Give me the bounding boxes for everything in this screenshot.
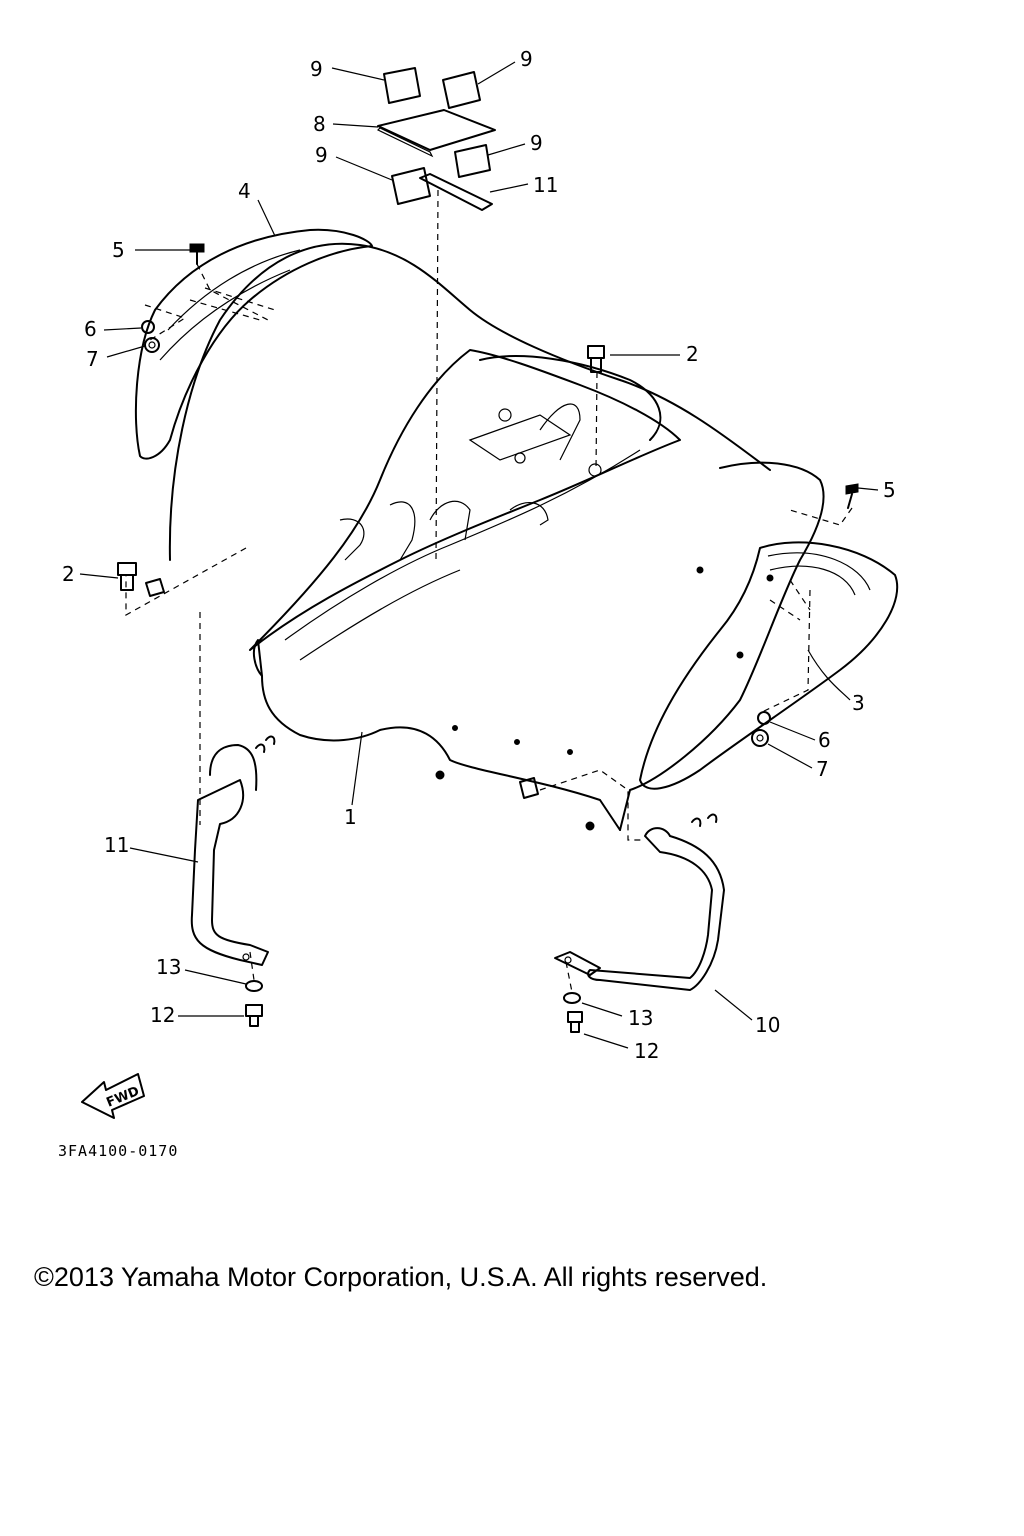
copyright-notice: ©2013 Yamaha Motor Corporation, U.S.A. A…	[34, 1262, 768, 1292]
callout-11: 11	[533, 173, 558, 197]
callout-10: 10	[755, 1013, 780, 1037]
callout-4: 4	[238, 179, 251, 203]
callout-9: 9	[520, 47, 533, 71]
callout-13: 13	[628, 1006, 653, 1030]
nut-7-right	[751, 729, 769, 747]
exploded-parts-diagram: 9 9 8 9 9 11 4 5 6 7 2 5 2 3 6 7 1 11 13…	[58, 47, 899, 1160]
pad-9-top-right	[442, 71, 481, 109]
callout-9: 9	[315, 143, 328, 167]
callout-9: 9	[530, 131, 543, 155]
strip-11	[419, 173, 493, 211]
callout-11: 11	[104, 833, 129, 857]
grab-bar-10	[554, 813, 725, 991]
callout-5: 5	[112, 238, 125, 262]
callout-7: 7	[816, 757, 829, 781]
leader-lines	[79, 61, 879, 1049]
callout-2: 2	[62, 562, 75, 586]
screw-left	[145, 578, 165, 597]
callout-8: 8	[313, 112, 326, 136]
callout-5: 5	[883, 478, 896, 502]
diagram-code: 3FA4100-0170	[58, 1142, 178, 1160]
callout-13: 13	[156, 955, 181, 979]
screw-front	[519, 777, 539, 799]
callout-3: 3	[852, 691, 865, 715]
callout-7: 7	[86, 347, 99, 371]
callout-6: 6	[818, 728, 831, 752]
bolt-5-right	[845, 483, 859, 509]
plate-8	[376, 109, 496, 158]
grab-bar-11	[190, 735, 276, 966]
rear-fender-body-1	[168, 189, 825, 831]
callout-6: 6	[84, 317, 97, 341]
collar-6-left	[141, 320, 155, 334]
pad-9-right	[454, 144, 491, 178]
callout-2: 2	[686, 342, 699, 366]
fender-flap-4	[134, 228, 373, 460]
washer-13-right	[563, 992, 581, 1004]
bolt-12-left	[245, 1004, 263, 1027]
fender-flap-3	[639, 541, 899, 790]
callout-1: 1	[344, 805, 357, 829]
pad-9-left	[391, 167, 431, 205]
assembly-lines	[125, 263, 853, 993]
callout-12: 12	[150, 1003, 175, 1027]
pad-9-top-left	[383, 67, 421, 104]
callouts: 9 9 8 9 9 11 4 5 6 7 2 5 2 3 6 7 1 11 13…	[62, 47, 896, 1063]
callout-9: 9	[310, 57, 323, 81]
bolt-5-left	[189, 243, 205, 265]
collar-6-right	[757, 711, 771, 725]
bolt-2-top	[587, 345, 605, 373]
washer-13-left	[245, 980, 263, 992]
fwd-arrow-icon: FWD	[81, 1073, 145, 1119]
callout-12: 12	[634, 1039, 659, 1063]
nut-7-left	[144, 337, 160, 353]
bolt-12-right	[567, 1011, 583, 1033]
bolt-2-left	[117, 562, 137, 591]
